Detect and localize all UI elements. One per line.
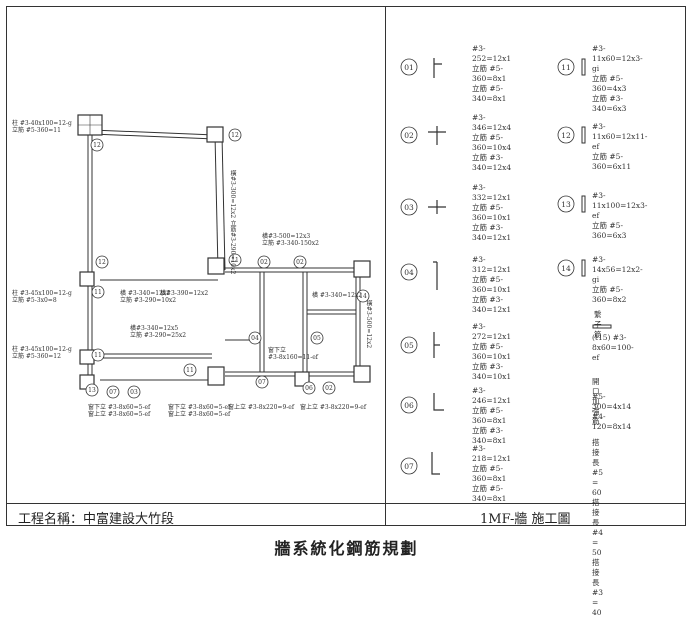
svg-text:03: 03 [130,389,138,396]
column-item-13: #3-11x100=12x3-ef 立筋 #5-360=6x3 [592,191,648,240]
tie-bar-title: 繫子筋 [594,310,602,339]
svg-text:14: 14 [561,264,571,273]
svg-text:02: 02 [325,385,333,392]
project-name: 工程名稱：中富建設大竹段 [18,512,175,527]
svg-text:06: 06 [404,401,414,410]
note-wall-c: 橫#3-340=12x5 立筋 #3-290=25x2 [130,325,187,339]
svg-text:11: 11 [561,63,571,72]
note-window-3: 窗下立 #3-8x60=5-ef 窗上立 #3-8x60=5-ef [168,404,231,418]
svg-text:05: 05 [404,341,414,350]
note-column-3: 柱 #3-45x100=12-g 立筋 #5-360=12 [12,346,72,360]
lap-lengths: 搭接長 #5 = 60 搭接長 #4 = 50 搭接長 #3 = 40 [592,438,604,617]
svg-text:03: 03 [404,203,414,212]
drawing-frame [6,6,686,526]
schedule-item-02: #3-346=12x4 立筋 #5-360=10x4 立筋 #3-340=12x… [472,113,512,172]
plan-notes: 柱 #3-40x100=12-g 立筋 #5-360=11 柱 #3-45x10… [0,0,385,500]
svg-text:12: 12 [93,142,101,149]
svg-text:07: 07 [258,379,266,386]
note-wall-right-top: 橫#3-300=12x2 立筋#3-290=10x2 [229,170,236,275]
schedule-item-03: #3-332=12x1 立筋 #5-360=10x1 立筋 #3-340=12x… [472,183,512,242]
svg-text:04: 04 [251,335,259,342]
svg-text:14: 14 [359,293,367,300]
note-wall-f: 橫#3-500=12x2 [365,300,372,349]
schedule-item-07: #3-218=12x1 立筋 #5-360=8x1 立筋 #5-340=8x1 [472,444,512,503]
svg-text:12: 12 [98,259,106,266]
schedule-symbols: 01 02 03 04 05 06 07 11 12 13 14 [400,58,612,475]
svg-text:01: 01 [404,63,414,72]
svg-text:06: 06 [305,385,313,392]
sheet-title: 1MF-牆 施工圖 [480,512,571,527]
svg-text:02: 02 [404,131,414,140]
column-item-12: #3-11x60=12x11-ef 立筋 #5-360=6x11 [592,122,648,171]
svg-text:05: 05 [313,335,321,342]
svg-text:13: 13 [88,387,96,394]
note-wall-b: 橫#3-390=12x2 [160,290,209,297]
svg-text:04: 04 [404,268,414,277]
svg-text:11: 11 [94,352,102,359]
schedule-item-06: #3-246=12x1 立筋 #5-360=8x1 立筋 #3-340=8x1 [472,386,512,445]
svg-text:13: 13 [561,200,571,209]
schedule-item-05: #3-272=12x1 立筋 #5-360=10x1 立筋 #3-340=10x… [472,322,512,381]
svg-text:11: 11 [231,257,239,264]
svg-text:12: 12 [561,131,571,140]
note-wall-a: 橫 #3-340=12x2 立筋 #3-290=10x2 [120,290,177,304]
note-window-1: 窗下立 #3-8x160=11-ef [268,347,318,361]
svg-text:07: 07 [109,389,117,396]
sheet-divider-vertical [385,6,386,526]
note-window-2: 窗下立 #3-8x60=5-ef 窗上立 #3-8x60=5-ef [88,404,151,418]
note-window-5: 窗上立 #3-8x220=9-ef [300,404,367,411]
figure-caption: 牆系統化鋼筋規劃 [274,539,419,558]
svg-text:12: 12 [231,132,239,139]
svg-text:11: 11 [186,367,194,374]
note-window-4: 窗上立 #3-8x220=9-ef [228,404,295,411]
svg-text:11: 11 [94,289,102,296]
schedule-item-01: #3-252=12x1 立筋 #5-360=8x1 立筋 #5-340=8x1 [472,44,512,103]
schedule-item-04: #3-312=12x1 立筋 #5-360=10x1 立筋 #3-340=12x… [472,255,512,314]
note-column-2: 柱 #3-45x100=12-g 立筋 #5-3x0=8 [12,290,72,304]
note-wall-e: 橫 #3-340=12x2 [312,292,363,299]
title-block-divider [6,503,686,504]
svg-text:02: 02 [296,259,304,266]
svg-text:02: 02 [260,259,268,266]
opening-bars: #5-300=4x14 #4-120=8x14 [592,392,632,431]
column-item-14: #3-14x56=12x2-gi 立筋 #5-360=8x2 [592,255,643,304]
note-column-1: 柱 #3-40x100=12-g 立筋 #5-360=11 [12,120,72,134]
tie-bar-spec: (t15) #3-8x60=100-ef [592,333,634,362]
opening-title: 開口加強筋 [592,377,600,426]
svg-text:07: 07 [404,462,414,471]
column-item-11: #3-11x60=12x3-gi 立筋 #5-360=4x3 立筋 #3-340… [592,44,643,113]
note-wall-d: 橫#3-500=12x3 立筋 #3-340-150x2 [262,233,319,247]
